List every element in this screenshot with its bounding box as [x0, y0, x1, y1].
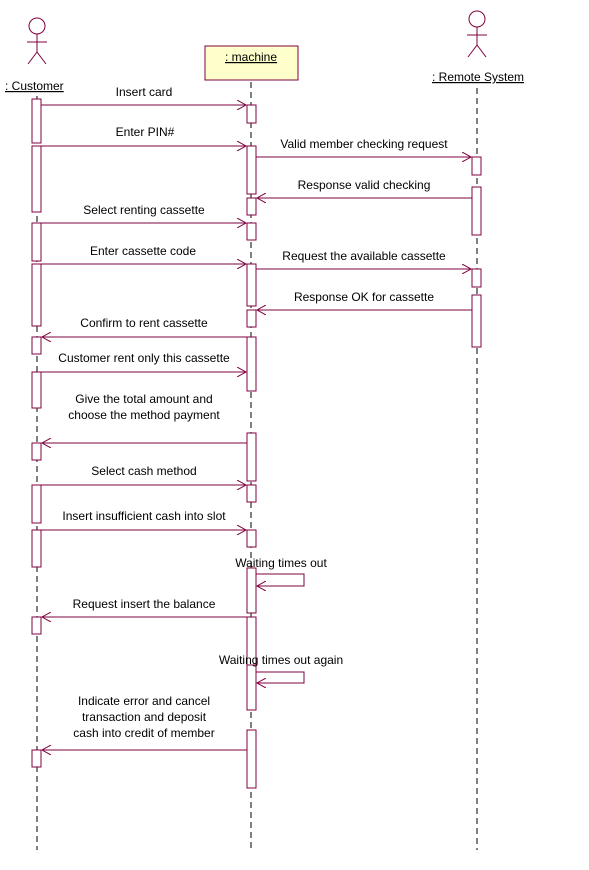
activation-bar	[246, 197, 257, 216]
message-label-m10: Customer rent only this cassette	[58, 351, 230, 365]
activation-bar	[471, 268, 482, 288]
message-label-m13: Insert insufficient cash into slot	[62, 509, 226, 523]
activation-bar	[246, 336, 257, 392]
activation-bar	[31, 442, 42, 461]
activation-bar	[246, 309, 257, 328]
actor-remote-head	[468, 10, 486, 28]
messages	[41, 105, 472, 750]
activation-bar	[31, 371, 42, 409]
actor-remote-system	[467, 10, 487, 58]
message-label-m4: Response valid checking	[298, 178, 431, 192]
activation-bar	[31, 749, 42, 768]
activation-bar	[471, 156, 482, 176]
message-label-m9: Confirm to rent cassette	[80, 316, 208, 330]
activation-bar	[31, 263, 42, 327]
object-machine-box	[204, 45, 299, 81]
activation-bar	[471, 186, 482, 236]
message-label-m15: Request insert the balance	[73, 597, 216, 611]
message-label-m5: Select renting cassette	[83, 203, 205, 217]
activation-bar	[246, 104, 257, 124]
activation-bar	[31, 616, 42, 635]
activation-bar	[246, 664, 257, 711]
activation-bar	[246, 432, 257, 482]
activation-bar	[31, 98, 42, 144]
message-arrow-m14	[256, 573, 305, 586]
activation-bar	[31, 336, 42, 355]
activation-bar	[246, 263, 257, 307]
message-label-m3: Valid member checking request	[280, 137, 448, 151]
activation-bar	[246, 222, 257, 241]
activation-bar	[31, 484, 42, 524]
activation-bar	[246, 729, 257, 789]
message-label-m2: Enter PIN#	[116, 125, 175, 139]
participant-machine-name: : machine	[225, 50, 277, 64]
activation-bar	[471, 294, 482, 348]
message-label-m14: Waiting times out	[235, 556, 327, 570]
activation-bar	[31, 222, 42, 262]
activation-bar	[246, 145, 257, 195]
message-label-m12: Select cash method	[91, 464, 196, 478]
message-label-m1: Insert card	[116, 85, 173, 99]
activations-machine	[246, 104, 257, 789]
activation-bar	[31, 529, 42, 568]
message-label-m6: Enter cassette code	[90, 244, 196, 258]
actor-customer-head	[28, 17, 46, 35]
message-labels: Insert card Enter PIN# Valid member chec…	[58, 85, 448, 740]
message-label-m8: Response OK for cassette	[294, 290, 434, 304]
activations-remote	[471, 156, 482, 348]
actor-customer	[27, 17, 47, 65]
activations-customer	[31, 98, 42, 768]
participant-remote-name: : Remote System	[432, 70, 524, 84]
participant-customer-name: : Customer	[5, 79, 64, 93]
activation-bar	[31, 145, 42, 213]
message-label-m7: Request the available cassette	[282, 249, 446, 263]
activation-bar	[246, 529, 257, 548]
message-arrow-m16	[256, 671, 305, 683]
activation-bar	[246, 567, 257, 614]
message-label-m16: Waiting times out again	[219, 653, 343, 667]
activation-bar	[246, 484, 257, 503]
